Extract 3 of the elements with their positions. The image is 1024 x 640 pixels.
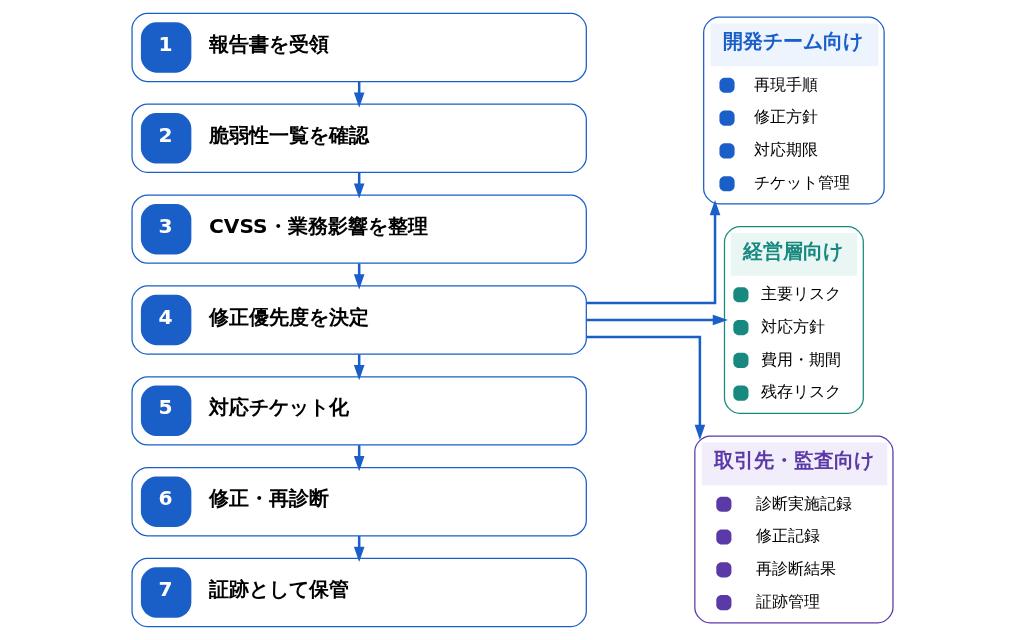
arrow [585, 314, 728, 326]
arrow [585, 335, 705, 440]
arrow [586, 200, 720, 305]
